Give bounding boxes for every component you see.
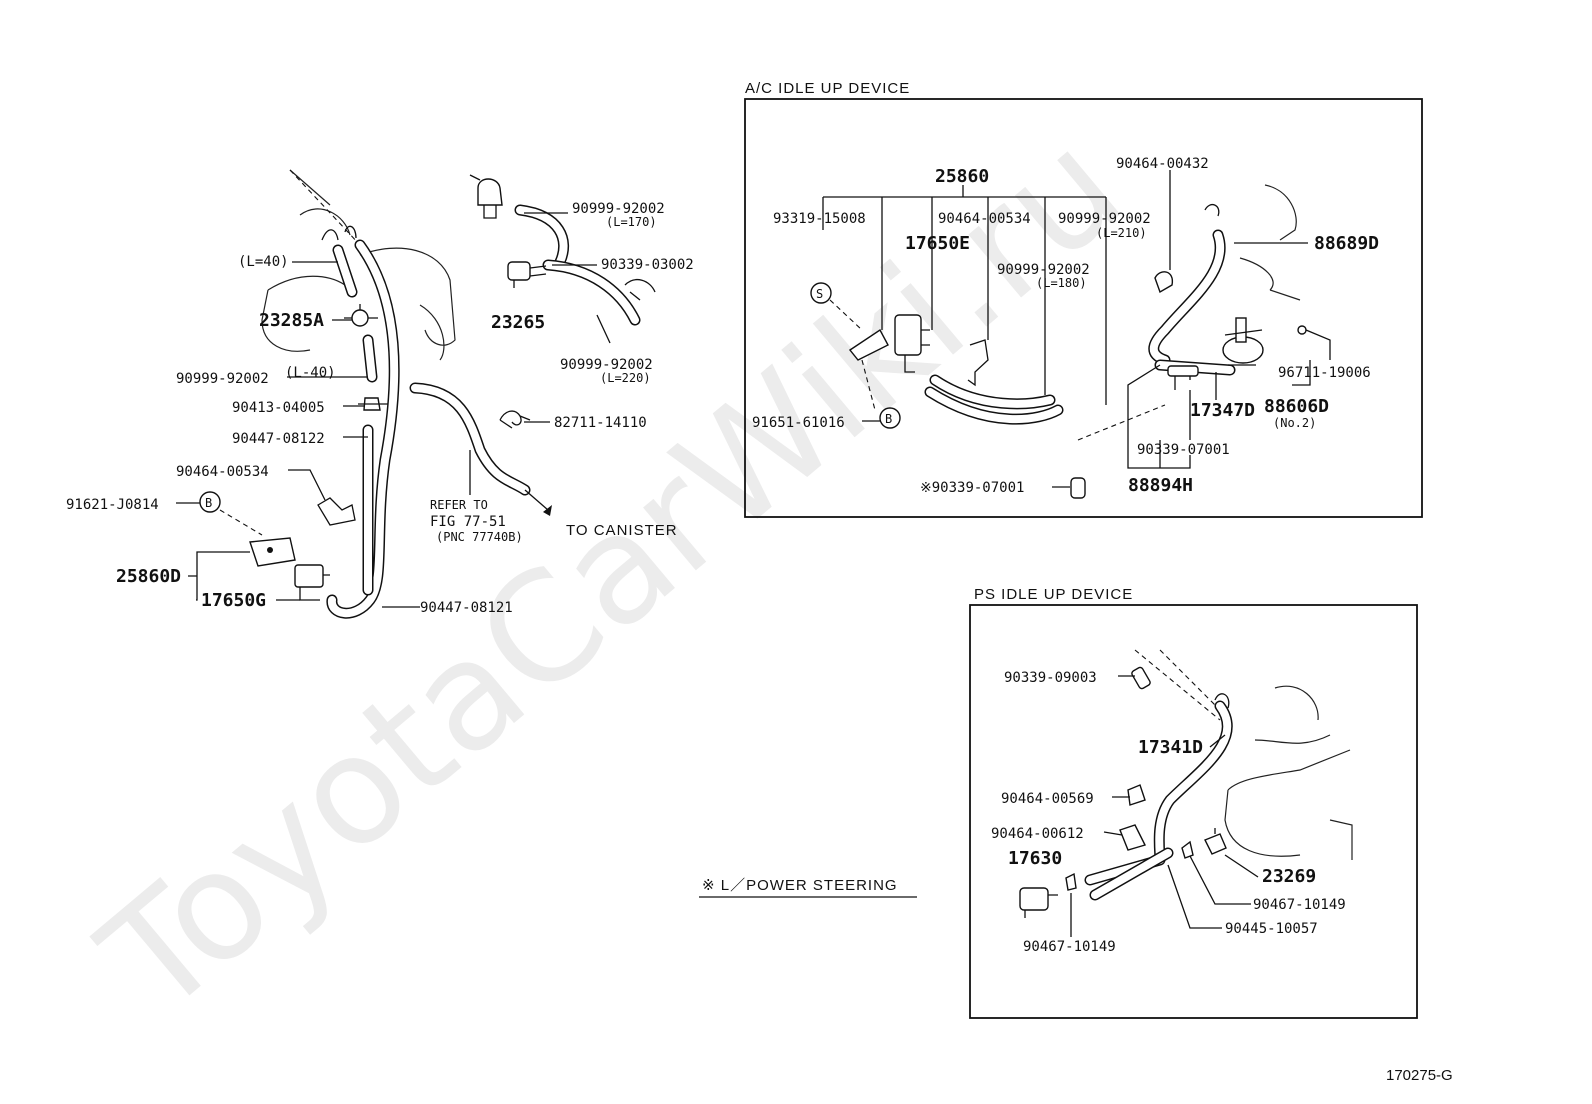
- label-90464-00534: 90464-00534: [938, 211, 1031, 227]
- label-l40-mid: (L-40): [285, 365, 336, 381]
- label-88894H: 88894H: [1128, 475, 1193, 496]
- valve-23269-icon: [1204, 828, 1227, 855]
- refer-line1: REFER TO: [430, 498, 488, 512]
- vsv-23265-icon: [507, 261, 547, 288]
- ac-idle-up-panel: A/C IDLE UP DEVICE S B: [744, 80, 1423, 518]
- refer-line2: FIG 77-51: [430, 514, 506, 530]
- clip-icon: [321, 225, 357, 241]
- tee-fitting-icon: [358, 397, 388, 411]
- label-90467-10149-a: 90467-10149: [1253, 897, 1346, 913]
- label-91621-J0814: 91621-J0814: [66, 497, 159, 513]
- vsv-17650G-icon: [294, 564, 330, 601]
- clip-icon: [1204, 203, 1220, 217]
- plug-icon: [1131, 666, 1151, 690]
- bolt-leader: [219, 509, 263, 536]
- ps-idle-up-panel: PS IDLE UP DEVICE: [969, 586, 1418, 1019]
- label-l220: (L=220): [600, 371, 651, 385]
- label-17650G: 17650G: [201, 590, 266, 611]
- label-90999-92002-a: 90999-92002: [1058, 211, 1151, 227]
- engine-outline: [261, 169, 456, 361]
- label-90339-03002: 90339-03002: [601, 257, 694, 273]
- label-88689D: 88689D: [1314, 233, 1379, 254]
- hose-joint-icon: [1167, 365, 1199, 377]
- ac-panel-title: A/C IDLE UP DEVICE: [745, 80, 910, 97]
- label-90445-10057: 90445-10057: [1225, 921, 1318, 937]
- label-23269: 23269: [1262, 866, 1316, 887]
- label-90464-00569: 90464-00569: [1001, 791, 1094, 807]
- label-90447-08122: 90447-08122: [232, 431, 325, 447]
- label-90464-00612: 90464-00612: [991, 826, 1084, 842]
- engine-outline: [1239, 184, 1301, 301]
- label-l180: (L=180): [1036, 276, 1087, 290]
- vsv-17630-icon: [1019, 887, 1058, 918]
- label-88606D: 88606D: [1264, 396, 1329, 417]
- clip-90464-00569-icon: [1127, 784, 1146, 806]
- label-no2: (No.2): [1273, 416, 1316, 430]
- clip-90464-00612-icon: [1119, 824, 1147, 851]
- plug-icon: [1070, 477, 1086, 499]
- nut-icon: [1297, 325, 1307, 335]
- label-90413-04005: 90413-04005: [232, 400, 325, 416]
- label-90999-92002-top: 90999-92002: [572, 201, 665, 217]
- label-90464-00432: 90464-00432: [1116, 156, 1209, 172]
- engine-outline: [1224, 685, 1353, 860]
- b-mark-circle: [199, 491, 221, 513]
- label-17347D: 17347D: [1190, 400, 1255, 421]
- main-assembly: B (L=40) 23285A 90999-92002 (L-40) 90413…: [66, 169, 694, 619]
- leader-dashed: [289, 169, 361, 246]
- b-mark-circle: [879, 407, 901, 429]
- hose-clip-icon: [967, 339, 989, 387]
- label-17341D: 17341D: [1138, 737, 1203, 758]
- clip-90467-10149-icon: [1065, 872, 1077, 891]
- vacuum-valve-icon: [344, 304, 378, 327]
- label-17630: 17630: [1008, 848, 1062, 869]
- label-17650E: 17650E: [905, 233, 970, 254]
- label-90464-00534: 90464-00534: [176, 464, 269, 480]
- label-90339-09003: 90339-09003: [1004, 670, 1097, 686]
- ps-panel-title: PS IDLE UP DEVICE: [974, 586, 1133, 603]
- b-mark: B: [885, 412, 892, 426]
- check-valve-icon: [469, 174, 503, 219]
- to-canister-arrow: [524, 489, 549, 511]
- label-96711-19006: 96711-19006: [1278, 365, 1371, 381]
- label-90339-07001-b: ※90339-07001: [920, 480, 1024, 496]
- b-mark: B: [205, 496, 212, 510]
- label-82711-14110: 82711-14110: [554, 415, 647, 431]
- label-23285A: 23285A: [259, 310, 324, 331]
- label-25860: 25860: [935, 166, 989, 187]
- label-l40-top: (L=40): [238, 254, 289, 270]
- ps-panel-frame: [969, 604, 1418, 1019]
- footnote: ※ L／POWER STEERING: [702, 877, 898, 894]
- label-90447-08121: 90447-08121: [420, 600, 513, 616]
- engine-corner: [624, 279, 656, 301]
- label-91651-61016: 91651-61016: [752, 415, 845, 431]
- clamp-icon: [499, 410, 531, 429]
- s-mark-circle: [810, 282, 832, 304]
- refer-line3: (PNC 77740B): [436, 530, 523, 544]
- s-mark: S: [816, 287, 823, 301]
- label-l210: (L=210): [1096, 226, 1147, 240]
- label-25860D: 25860D: [116, 566, 181, 587]
- watermark: ToyotaCarWiki.ru: [71, 100, 1154, 1048]
- vsv-17650E-icon: [848, 314, 930, 373]
- hose-clip-icon: [317, 497, 356, 526]
- label-90999-92002-b: 90999-92002: [997, 262, 1090, 278]
- vacuum-valve-88606D-icon: [1222, 317, 1264, 366]
- label-23265: 23265: [491, 312, 545, 333]
- ac-panel-frame: [744, 98, 1423, 518]
- label-93319-15008: 93319-15008: [773, 211, 866, 227]
- label-l170: (L=170): [606, 215, 657, 229]
- arrow-head-icon: [543, 505, 552, 516]
- label-90467-10149-b: 90467-10149: [1023, 939, 1116, 955]
- label-90999-92002-left: 90999-92002: [176, 371, 269, 387]
- label-90339-07001-a: 90339-07001: [1137, 442, 1230, 458]
- figure-id: 170275-G: [1386, 1067, 1453, 1084]
- clip-icon: [1214, 693, 1230, 709]
- bracket-25860D-icon: [249, 537, 296, 567]
- label-90999-92002-low: 90999-92002: [560, 357, 653, 373]
- clip-90467-10149-icon: [1181, 840, 1194, 859]
- clip-90464-00432-icon: [1154, 271, 1174, 294]
- to-canister-label: TO CANISTER: [566, 522, 678, 539]
